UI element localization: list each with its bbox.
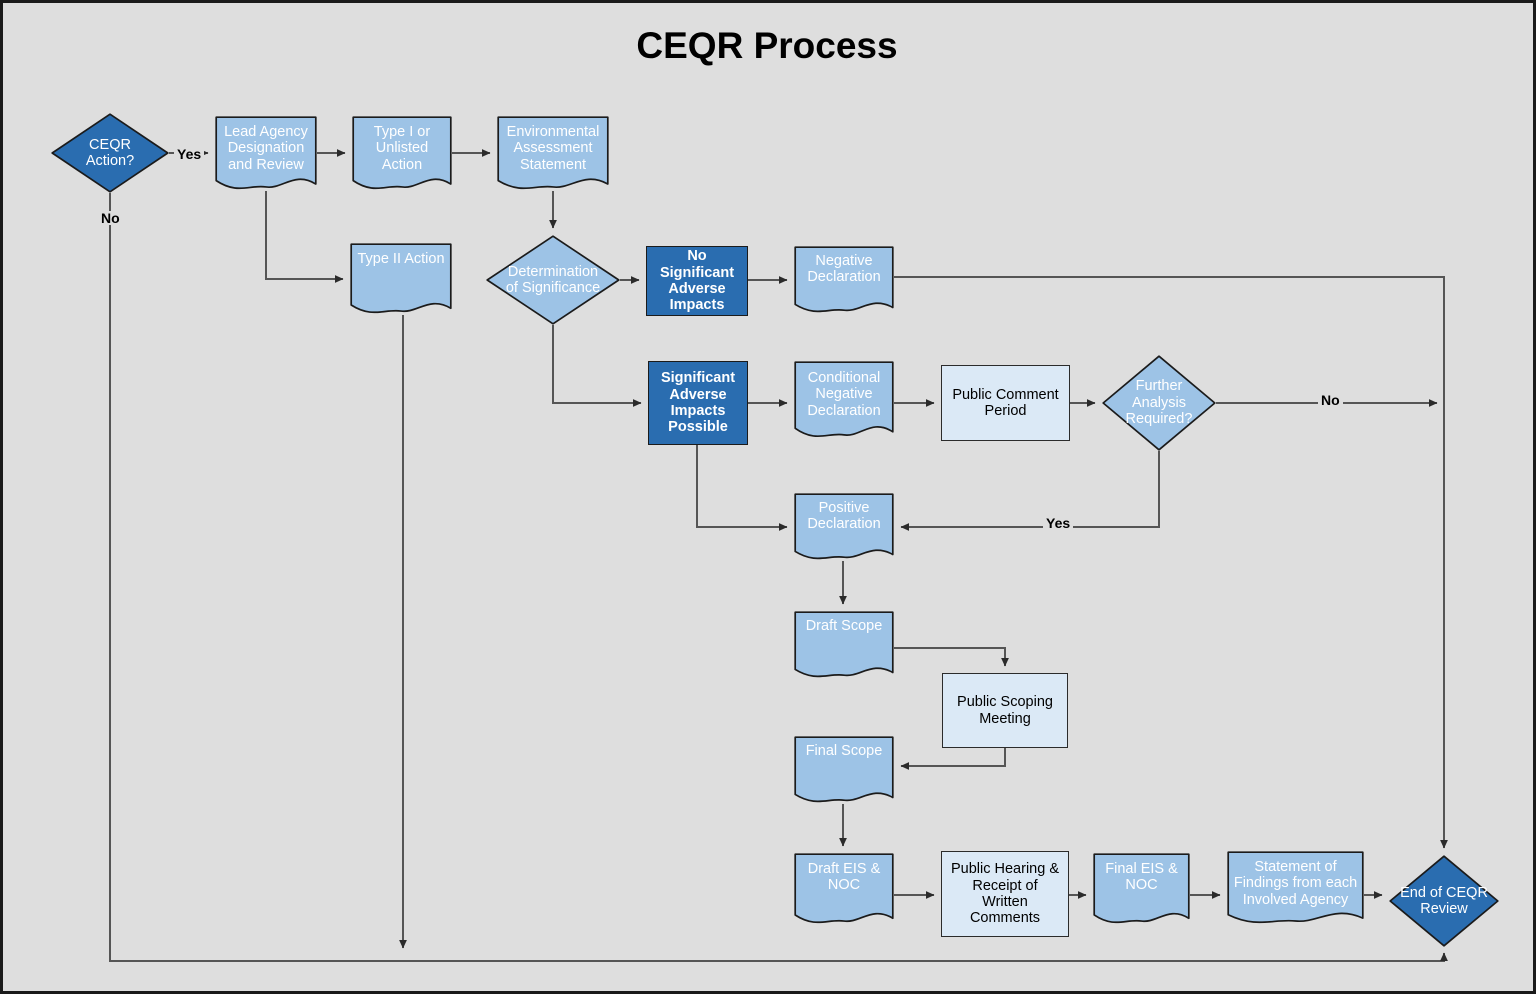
node-further_analysis[interactable]: Further Analysis Required? — [1102, 355, 1216, 451]
node-draft_eis_noc[interactable]: Draft EIS & NOC — [794, 853, 894, 925]
node-label: Final EIS & NOC — [1105, 861, 1178, 894]
node-statement_findings[interactable]: Statement of Findings from each Involved… — [1227, 851, 1364, 925]
node-label: Public Scoping Meeting — [957, 694, 1053, 727]
node-label: Environmental Assessment Statement — [506, 124, 600, 173]
node-public_comment[interactable]: Public Comment Period — [941, 365, 1070, 441]
node-label: Statement of Findings from each Involved… — [1233, 859, 1358, 908]
node-draft_scope[interactable]: Draft Scope — [794, 611, 894, 679]
edge-ceqr-no-bottom — [109, 193, 1435, 962]
node-label: Draft EIS & NOC — [807, 861, 881, 894]
node-label: Lead Agency Designation and Review — [224, 124, 308, 173]
node-determination[interactable]: Determination of Significance — [486, 235, 620, 325]
node-ceqr_action[interactable]: CEQR Action? — [51, 113, 169, 193]
node-cond_neg_decl[interactable]: Conditional Negative Declaration — [794, 361, 894, 439]
edge-label-no_ceqr: No — [98, 211, 123, 225]
node-end_review[interactable]: End of CEQR Review — [1389, 855, 1499, 947]
node-final_eis_noc[interactable]: Final EIS & NOC — [1093, 853, 1190, 925]
edge-label-no_further: No — [1318, 393, 1343, 407]
edge-negdecl-to-end — [894, 276, 1448, 849]
edge-draftscope-to-scoping — [894, 647, 1009, 667]
node-label: Conditional Negative Declaration — [807, 370, 881, 419]
node-negative_decl[interactable]: Negative Declaration — [794, 246, 894, 314]
node-label: No Significant Adverse Impacts — [659, 248, 735, 314]
node-label: Significant Adverse Impacts Possible — [660, 370, 736, 436]
edge-lead-to-typeii — [265, 191, 344, 283]
node-label: Public Hearing & Receipt of Written Comm… — [951, 861, 1059, 927]
node-public_hearing[interactable]: Public Hearing & Receipt of Written Comm… — [941, 851, 1069, 937]
node-label: Further Analysis Required? — [1125, 378, 1193, 428]
node-label: Determination of Significance — [505, 263, 601, 296]
edge-further-yes — [900, 451, 1160, 531]
edge-scoping-to-finalscope — [900, 748, 1006, 770]
node-label: CEQR Action? — [85, 136, 135, 169]
node-positive_decl[interactable]: Positive Declaration — [794, 493, 894, 561]
node-sig_impacts[interactable]: Significant Adverse Impacts Possible — [648, 361, 748, 445]
edge-label-yes_ceqr: Yes — [174, 147, 205, 161]
edge-bottom-to-end — [1435, 952, 1448, 962]
node-public_scoping[interactable]: Public Scoping Meeting — [942, 673, 1068, 748]
node-label: Final Scope — [805, 743, 883, 759]
edge-determination-to-sig — [552, 325, 642, 407]
node-type_ii_action[interactable]: Type II Action — [350, 243, 452, 315]
node-label: Draft Scope — [805, 618, 883, 634]
node-label: Positive Declaration — [807, 500, 881, 533]
node-no_sig_impacts[interactable]: No Significant Adverse Impacts — [646, 246, 748, 316]
node-lead_agency[interactable]: Lead Agency Designation and Review — [215, 116, 317, 191]
node-label: Type II Action — [357, 251, 445, 267]
node-eas[interactable]: Environmental Assessment Statement — [497, 116, 609, 191]
node-label: Public Comment Period — [952, 386, 1059, 419]
node-type_i_unlisted[interactable]: Type I or Unlisted Action — [352, 116, 452, 191]
edge-label-yes_further: Yes — [1043, 516, 1074, 530]
node-label: End of CEQR Review — [1400, 884, 1488, 917]
node-label: Negative Declaration — [807, 253, 881, 286]
node-label: Type I or Unlisted Action — [373, 124, 431, 173]
edge-sig-to-posdecl — [696, 445, 788, 531]
node-final_scope[interactable]: Final Scope — [794, 736, 894, 804]
